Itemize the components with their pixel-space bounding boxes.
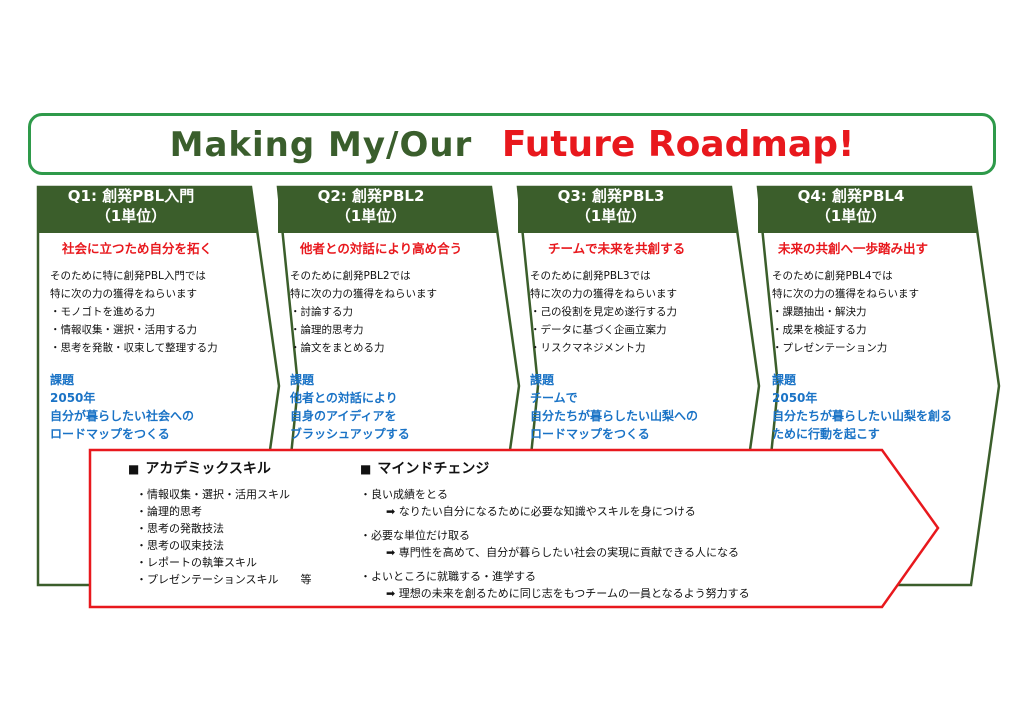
q3-ability-2: ・データに基づく企画立案力	[530, 324, 667, 336]
q1-task: 課題 2050年 自分が暮らしたい社会への ロードマップをつくる	[50, 371, 275, 443]
q4-intro-1: そのために創発PBL4では	[772, 270, 893, 282]
q3-task-1: チームで	[530, 391, 578, 405]
q1-ability-3: ・思考を発散・収束して整理する力	[50, 342, 218, 354]
q2-ability-2: ・論理的思考力	[290, 324, 364, 336]
q4-ability-1: ・課題抽出・解決力	[772, 306, 867, 318]
mind-to: ➡ 専門性を高めて、自分が暮らしたい社会の実現に貢献できる人になる	[386, 546, 739, 559]
q1-ability-1: ・モノゴトを進める力	[50, 306, 155, 318]
q2-task-2: 自身のアイディアを	[290, 409, 397, 423]
q1-intro-1: そのために特に創発PBL入門では	[50, 270, 206, 282]
q3-intro-2: 特に次の力の獲得をねらいます	[530, 288, 677, 300]
q1-body: 社会に立つため自分を拓く そのために特に創発PBL入門では 特に次の力の獲得をね…	[50, 238, 275, 443]
q1-intro-2: 特に次の力の獲得をねらいます	[50, 288, 197, 300]
q3-task-label: 課題	[530, 373, 555, 387]
q4-header: Q4: 創発PBL4 （1単位）	[756, 186, 946, 232]
q1-task-2: 自分が暮らしたい社会への	[50, 409, 195, 423]
square-bullet-icon: ■	[128, 462, 140, 476]
q3-ability-1: ・己の役割を見定め遂行する力	[530, 306, 677, 318]
q4-theme: 未来の共創へ一歩踏み出す	[778, 241, 929, 256]
q1-credits: （1単位）	[95, 207, 167, 225]
quarter-header-fill	[518, 187, 738, 233]
quarter-header-fill	[38, 187, 258, 233]
q2-body: 他者との対話により高め合う そのために創発PBL2では 特に次の力の獲得をねらい…	[290, 238, 515, 443]
q4-intro-2: 特に次の力の獲得をねらいます	[772, 288, 919, 300]
q1-header: Q1: 創発PBL入門 （1単位）	[36, 186, 226, 232]
q4-ability-3: ・プレゼンテーション力	[772, 342, 888, 354]
q2-theme: 他者との対話により高め合う	[300, 241, 463, 256]
mind-change: ■ マインドチェンジ ・良い成績をとる ➡ なりたい自分になるために必要な知識やス…	[360, 458, 750, 609]
quarter-header-fill	[278, 187, 498, 233]
academic-heading: ■ アカデミックスキル	[128, 458, 312, 478]
academic-skills: ■ アカデミックスキル ・情報収集・選択・活用スキル ・論理的思考 ・思考の発散技…	[128, 458, 312, 588]
q1-task-1: 2050年	[50, 391, 96, 405]
q2-ability-3: ・論文をまとめる力	[290, 342, 385, 354]
q1-ability-2: ・情報収集・選択・活用する力	[50, 324, 197, 336]
q2-intro-1: そのために創発PBL2では	[290, 270, 411, 282]
q1-task-label: 課題	[50, 373, 75, 387]
academic-skill: ・レポートの執筆スキル	[136, 556, 257, 569]
q2-ability-1: ・討論する力	[290, 306, 353, 318]
q4-task-3: ために行動を起こす	[772, 427, 880, 441]
q3-ability-3: ・リスクマネジメント力	[530, 342, 646, 354]
square-bullet-icon: ■	[360, 462, 372, 476]
q3-body: チームで未来を共創する そのために創発PBL3では 特に次の力の獲得をねらいます…	[530, 238, 755, 443]
mind-heading-text: マインドチェンジ	[377, 461, 490, 477]
academic-heading-text: アカデミックスキル	[145, 461, 271, 477]
q4-name: Q4: 創発PBL4	[797, 187, 905, 205]
quarter-header-fill	[758, 187, 978, 233]
q3-task: 課題 チームで 自分たちが暮らしたい山梨への ロードマップをつくる	[530, 371, 755, 443]
q2-intro-2: 特に次の力の獲得をねらいます	[290, 288, 437, 300]
q3-header: Q3: 創発PBL3 （1単位）	[516, 186, 706, 232]
academic-skill: ・思考の発散技法	[136, 522, 224, 535]
q4-credits: （1単位）	[815, 207, 887, 225]
q3-task-3: ロードマップをつくる	[530, 427, 650, 441]
q3-name: Q3: 創発PBL3	[557, 187, 665, 205]
q4-task: 課題 2050年 自分たちが暮らしたい山梨を創る ために行動を起こす	[772, 371, 997, 443]
q3-theme: チームで未来を共創する	[548, 241, 686, 256]
q4-task-2: 自分たちが暮らしたい山梨を創る	[772, 409, 953, 423]
q2-task-label: 課題	[290, 373, 315, 387]
academic-skill: ・プレゼンテーションスキル 等	[136, 573, 312, 586]
q2-task-1: 他者との対話により	[290, 391, 398, 405]
q4-task-label: 課題	[772, 373, 797, 387]
mind-from: ・良い成績をとる	[360, 488, 448, 501]
academic-skill: ・思考の収束技法	[136, 539, 224, 552]
q3-intro-1: そのために創発PBL3では	[530, 270, 651, 282]
q2-name: Q2: 創発PBL2	[317, 187, 425, 205]
mind-to: ➡ 理想の未来を創るために同じ志をもつチームの一員となるよう努力する	[386, 587, 750, 600]
q4-task-1: 2050年	[772, 391, 818, 405]
q2-task-3: ブラッシュアップする	[290, 427, 410, 441]
q2-task: 課題 他者との対話により 自身のアイディアを ブラッシュアップする	[290, 371, 515, 443]
q4-ability-2: ・成果を検証する力	[772, 324, 867, 336]
title-line: Making My/Our Future Roadmap!	[170, 124, 855, 165]
q1-task-3: ロードマップをつくる	[50, 427, 170, 441]
mind-change-list: ・良い成績をとる ➡ なりたい自分になるために必要な知識やスキルを身につける ・…	[360, 486, 750, 602]
mind-to: ➡ なりたい自分になるために必要な知識やスキルを身につける	[386, 505, 696, 518]
mind-from: ・よいところに就職する・進学する	[360, 570, 536, 583]
title-accent: Future Roadmap!	[501, 123, 855, 165]
mind-heading: ■ マインドチェンジ	[360, 458, 750, 478]
q4-body: 未来の共創へ一歩踏み出す そのために創発PBL4では 特に次の力の獲得をねらいま…	[772, 238, 997, 443]
q2-credits: （1単位）	[335, 207, 407, 225]
title-banner: Making My/Our Future Roadmap!	[28, 113, 996, 175]
academic-skill-list: ・情報収集・選択・活用スキル ・論理的思考 ・思考の発散技法 ・思考の収束技法 …	[128, 486, 312, 588]
title-main: Making My/Our	[169, 124, 473, 165]
q2-header: Q2: 創発PBL2 （1単位）	[276, 186, 466, 232]
mindset-box	[88, 448, 940, 609]
q3-task-2: 自分たちが暮らしたい山梨への	[530, 409, 699, 423]
q1-name: Q1: 創発PBL入門	[67, 187, 195, 205]
q3-credits: （1単位）	[575, 207, 647, 225]
academic-skill: ・情報収集・選択・活用スキル	[136, 488, 290, 501]
q1-theme: 社会に立つため自分を拓く	[62, 241, 213, 256]
academic-skill: ・論理的思考	[136, 505, 202, 518]
mind-from: ・必要な単位だけ取る	[360, 529, 470, 542]
